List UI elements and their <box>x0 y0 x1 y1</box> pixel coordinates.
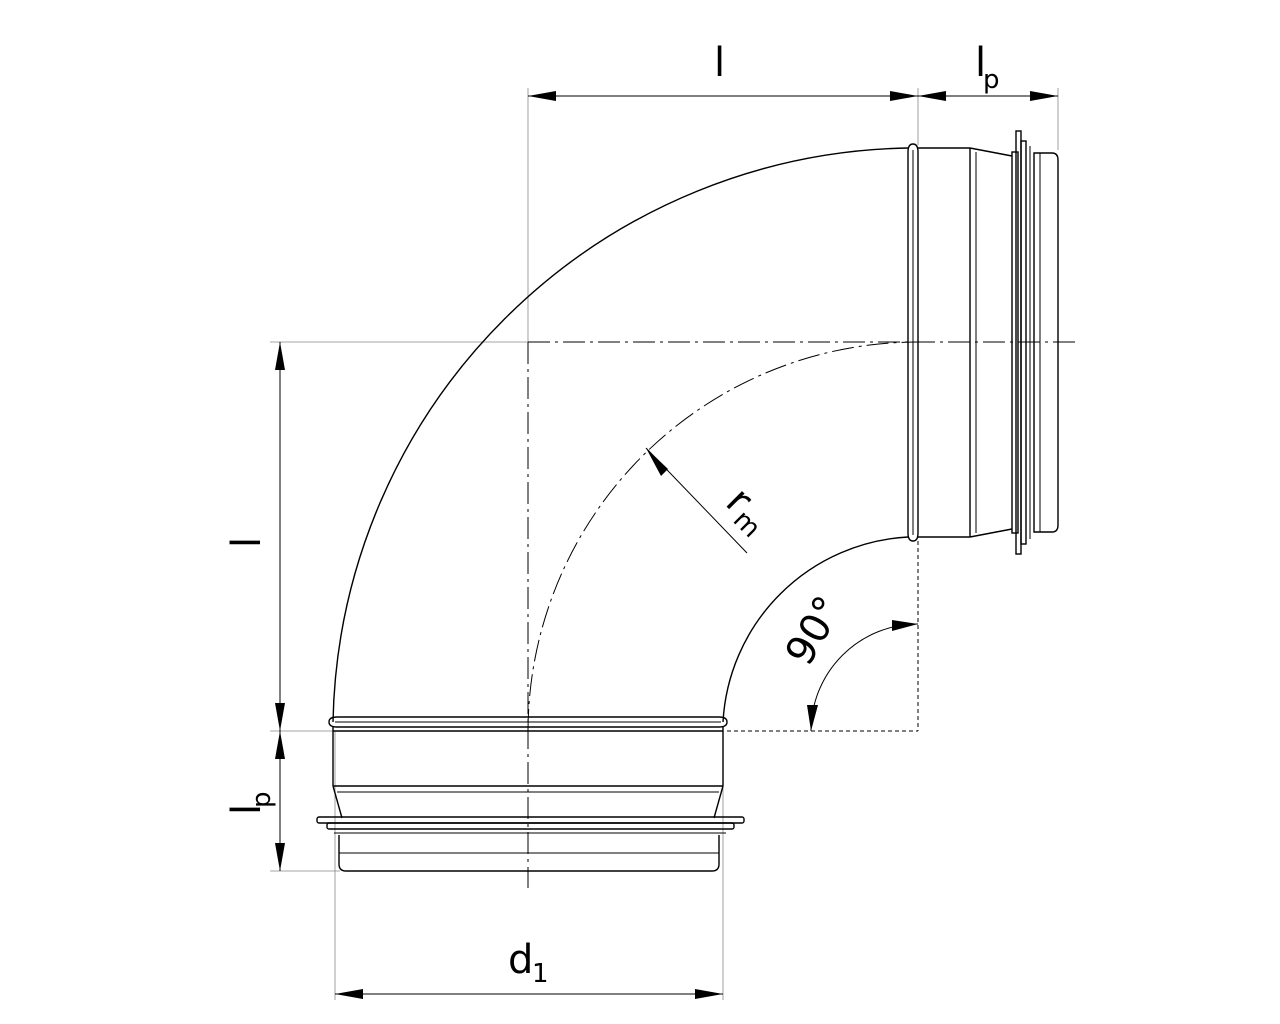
dim-label-lp-top: l <box>975 40 986 86</box>
dim-label-d1: d <box>508 937 533 983</box>
dimension-angle: 90° <box>777 589 919 732</box>
dimension-left-l: l <box>224 342 285 731</box>
dim-label-lp-top-sub: p <box>983 65 1000 95</box>
mean-radius-arc <box>527 341 919 732</box>
dim-label-l-top: l <box>714 40 725 86</box>
dimension-rm: r m <box>645 447 766 554</box>
outer-arc <box>332 147 909 723</box>
extension-lines <box>270 88 1059 1000</box>
elbow-body <box>332 147 909 723</box>
centerlines <box>527 341 1075 888</box>
dim-label-l-left: l <box>224 537 270 548</box>
dim-label-lp-left: l <box>224 804 270 815</box>
dim-label-d1-sub: 1 <box>532 959 549 989</box>
dimension-top-lp: l p <box>918 40 1058 101</box>
bottom-connector <box>316 716 745 872</box>
dim-label-lp-left-sub: p <box>247 791 277 808</box>
inner-arc <box>722 536 909 723</box>
dimension-top-l: l <box>528 40 918 101</box>
hidden-lines <box>727 541 919 732</box>
dimension-d1: d 1 <box>335 937 723 999</box>
dim-label-angle: 90° <box>777 589 852 673</box>
dimension-left-lp: l p <box>224 731 285 871</box>
